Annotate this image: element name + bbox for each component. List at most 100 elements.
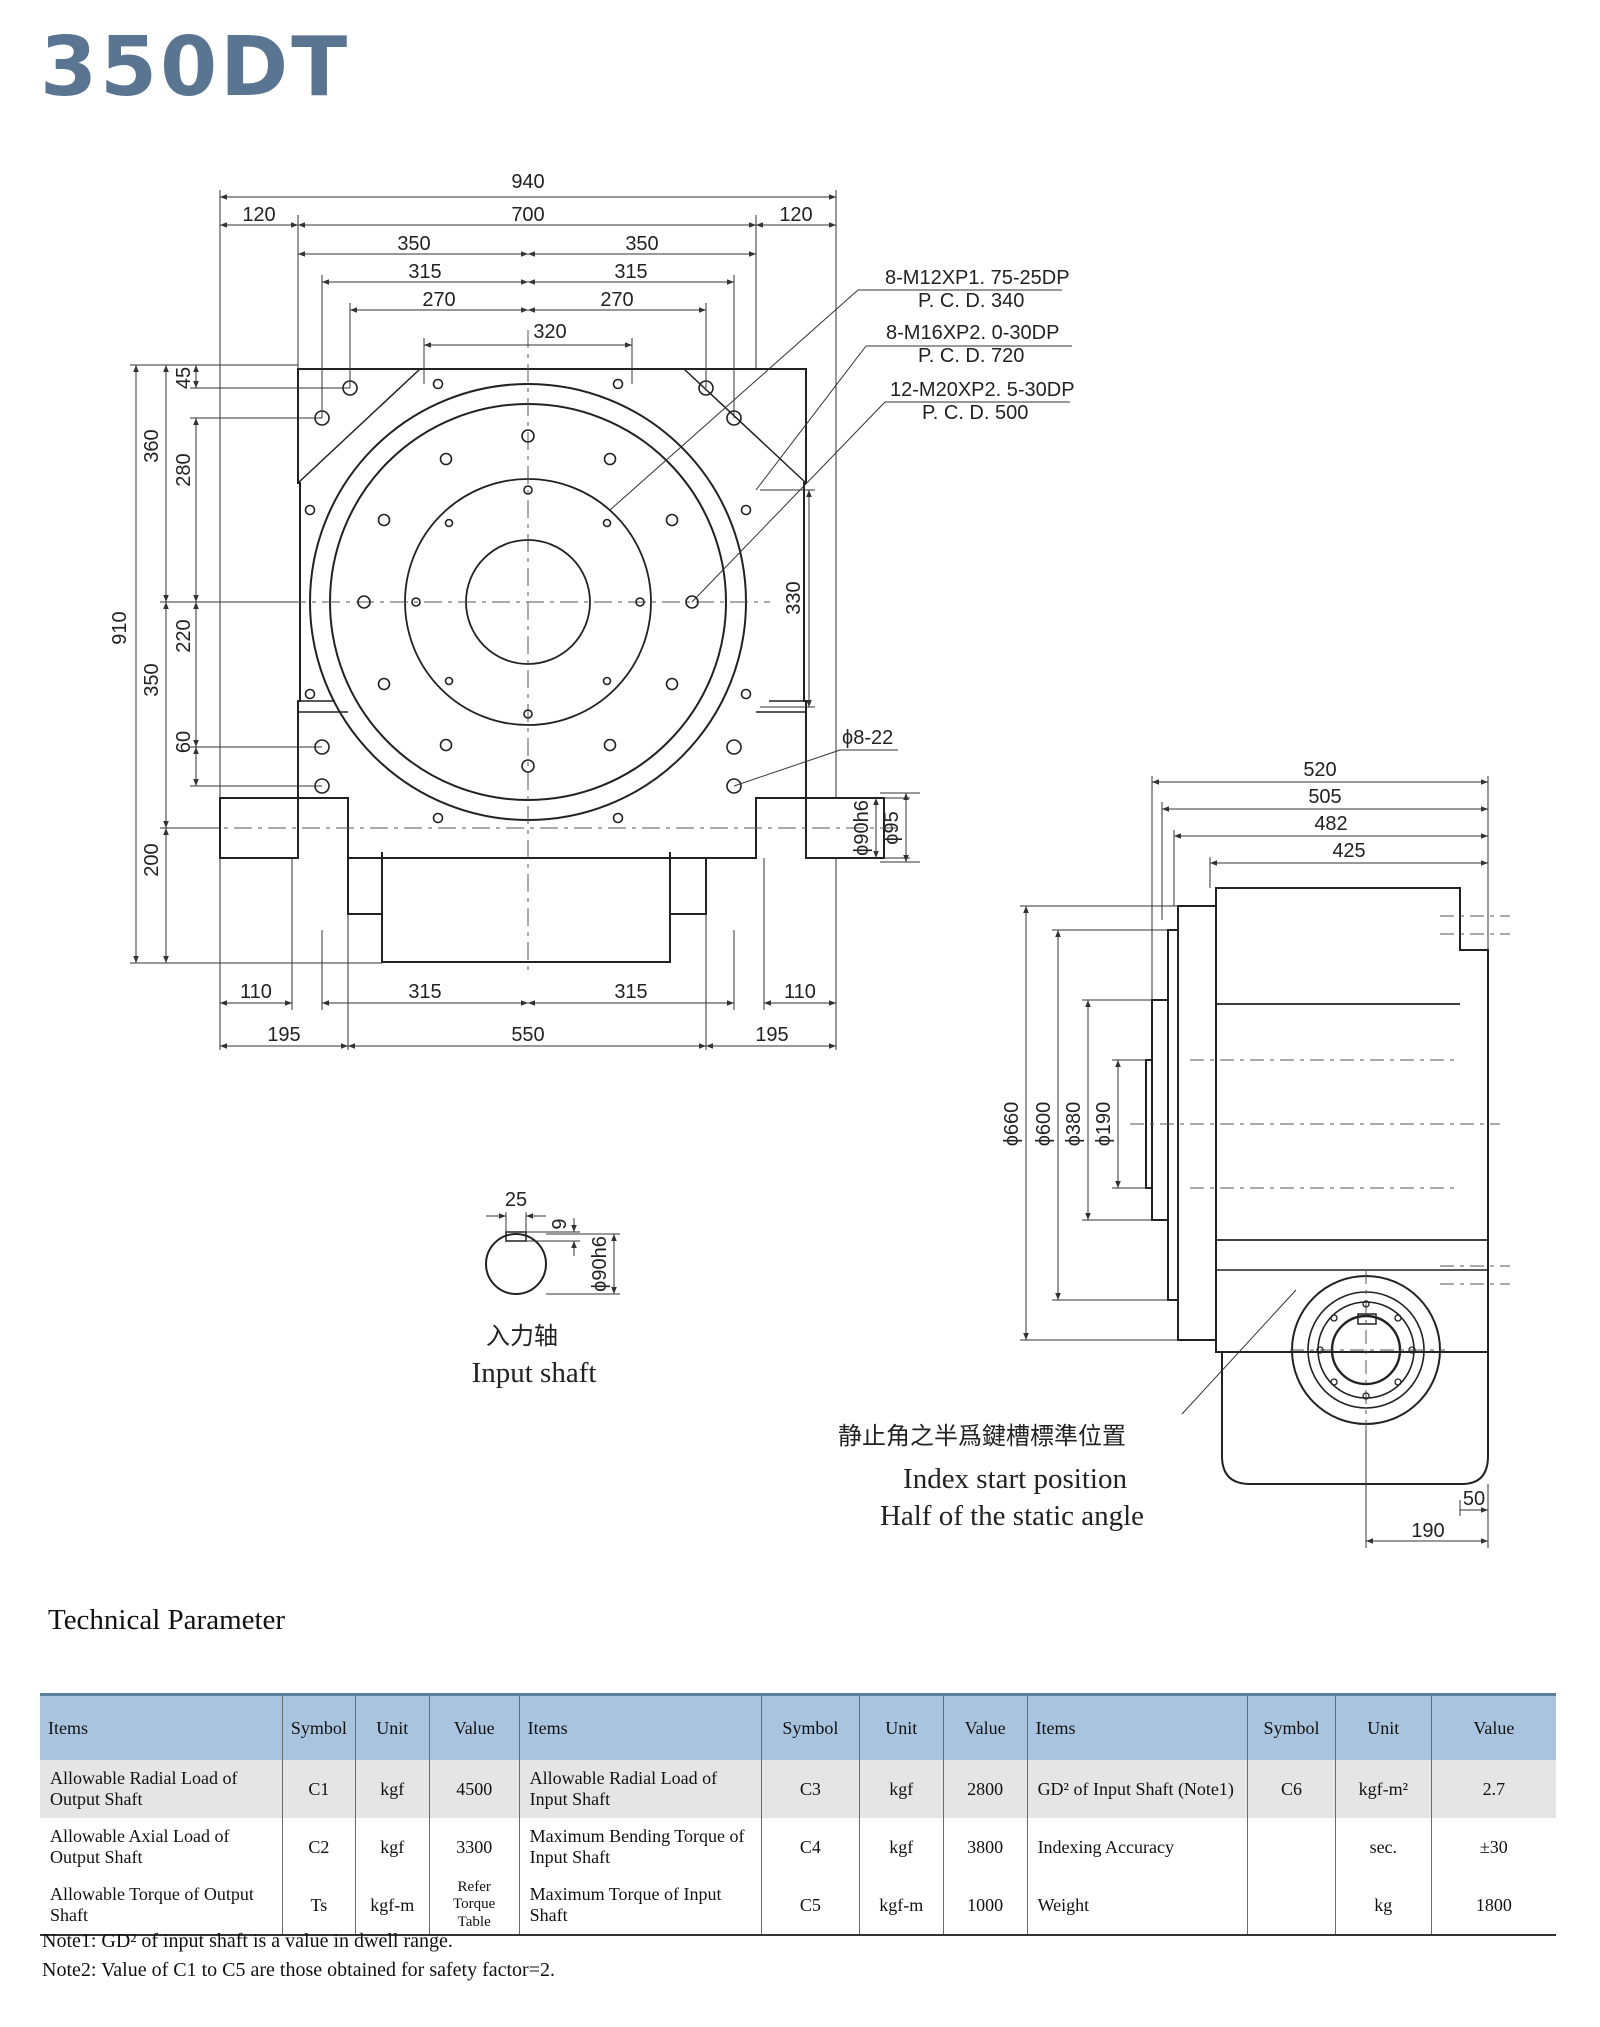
dim-phi600: ϕ600 (1033, 1102, 1055, 1147)
front-view (219, 368, 885, 963)
cell-unit: kgf-m (859, 1876, 944, 1936)
side-dimension-texts: 520 505 482 425 ϕ660 ϕ600 ϕ380 ϕ190 50 1… (838, 759, 1485, 1542)
cell-symbol: C4 (761, 1818, 860, 1876)
header-symbol-1: Symbol (282, 1693, 356, 1760)
cell-value: 4500 (429, 1760, 520, 1818)
callout-2-line1: 8-M16XP2. 0-30DP (886, 322, 1059, 344)
cell-value: Refer Torque Table (429, 1876, 520, 1936)
dim-350-right: 350 (625, 233, 658, 255)
cell-symbol: C6 (1247, 1760, 1336, 1818)
dim-940: 940 (511, 171, 544, 193)
dim-270-left: 270 (422, 289, 455, 311)
cell-item: Allowable Radial Load of Output Shaft (40, 1760, 283, 1818)
cell-item: Maximum Torque of Input Shaft (519, 1876, 762, 1936)
dim-phi190: ϕ190 (1093, 1102, 1115, 1147)
header-value-3: Value (1431, 1693, 1556, 1760)
dim-200: 200 (141, 843, 163, 876)
dim-315-bl: 315 (408, 981, 441, 1003)
dim-120-right: 120 (779, 204, 812, 226)
dim-270-right: 270 (600, 289, 633, 311)
header-value-2: Value (943, 1693, 1028, 1760)
dim-60: 60 (173, 731, 195, 753)
dim-45: 45 (173, 367, 195, 389)
cell-value: 2.7 (1431, 1760, 1556, 1818)
header-symbol-2: Symbol (761, 1693, 860, 1760)
cell-unit: kgf-m (355, 1876, 430, 1936)
table-row: Allowable Torque of Output Shaft Ts kgf-… (40, 1876, 1556, 1936)
cell-symbol: C3 (761, 1760, 860, 1818)
front-dimension-lines (130, 190, 1072, 1050)
table-row: Allowable Axial Load of Output Shaft C2 … (40, 1818, 1556, 1876)
technical-parameter-table: Items Symbol Unit Value Items Symbol Uni… (40, 1693, 1556, 1936)
side-view (1145, 887, 1489, 1485)
callout-3-line1: 12-M20XP2. 5-30DP (890, 379, 1075, 401)
dim-315-right: 315 (614, 261, 647, 283)
dim-910: 910 (109, 611, 131, 644)
dim-110-left: 110 (240, 981, 272, 1003)
note-1: Note1: GD² of input shaft is a value in … (42, 1930, 453, 1952)
input-shaft-label-en: Input shaft (472, 1357, 597, 1389)
cell-value: 1800 (1431, 1876, 1556, 1936)
cell-unit: kgf (355, 1760, 430, 1818)
technical-parameter-title: Technical Parameter (48, 1604, 286, 1636)
shaft-dim-25: 25 (505, 1189, 527, 1211)
cell-value: 3800 (943, 1818, 1028, 1876)
input-shaft-section: 25 9 ϕ90h6 入力轴 Input shaft (472, 1189, 620, 1389)
cell-item: GD² of Input Shaft (Note1) (1027, 1760, 1248, 1818)
cell-item: Weight (1027, 1876, 1248, 1936)
index-start-label-cn: 静止角之半爲鍵槽標準位置 (838, 1422, 1126, 1450)
dim-425: 425 (1332, 840, 1365, 862)
header-symbol-3: Symbol (1247, 1693, 1336, 1760)
dim-phi380: ϕ380 (1063, 1102, 1085, 1147)
index-start-label-en: Index start position (903, 1463, 1127, 1495)
table-header-row: Items Symbol Unit Value Items Symbol Uni… (40, 1693, 1556, 1760)
cell-symbol: Ts (282, 1876, 356, 1936)
side-centerlines (1130, 915, 1510, 1430)
dim-350-v: 350 (141, 663, 163, 696)
callout-2-line2: P. C. D. 720 (918, 345, 1024, 367)
note-2: Note2: Value of C1 to C5 are those obtai… (42, 1959, 555, 1981)
input-shaft-label-cn: 入力轴 (486, 1322, 558, 1350)
cell-value: 3300 (429, 1818, 520, 1876)
cell-item: Allowable Axial Load of Output Shaft (40, 1818, 283, 1876)
header-items-1: Items (40, 1693, 283, 1760)
cell-value: ±30 (1479, 1836, 1508, 1857)
dim-315-br: 315 (614, 981, 647, 1003)
callout-1-line1: 8-M12XP1. 75-25DP (885, 267, 1070, 289)
dim-520: 520 (1303, 759, 1336, 781)
dim-50: 50 (1463, 1488, 1485, 1510)
side-small-holes (1316, 1300, 1416, 1400)
front-dimension-texts: 940 120 700 120 350 350 315 315 270 270 … (109, 171, 1075, 1046)
technical-drawing: 940 120 700 120 350 350 315 315 270 270 … (109, 171, 1510, 1548)
dim-phi95: ϕ95 (881, 811, 903, 844)
notes: Note1: GD² of input shaft is a value in … (42, 1927, 555, 1985)
cell-value: 2800 (943, 1760, 1028, 1818)
dim-700: 700 (511, 204, 544, 226)
cell-unit: sec. (1335, 1818, 1432, 1876)
cell-symbol: C5 (761, 1876, 860, 1936)
side-dimension-lines (1020, 776, 1489, 1548)
dim-220: 220 (173, 619, 195, 652)
dim-195-right: 195 (755, 1024, 788, 1046)
cell-item: Indexing Accuracy (1027, 1818, 1248, 1876)
cell-unit: kg (1335, 1876, 1432, 1936)
table-row: Allowable Radial Load of Output Shaft C1… (40, 1760, 1556, 1818)
shaft-dim-9: 9 (549, 1218, 571, 1229)
cell-item: Allowable Torque of Output Shaft (40, 1876, 283, 1936)
header-items-2: Items (519, 1693, 762, 1760)
cell-symbol (1247, 1876, 1336, 1936)
dim-195-left: 195 (267, 1024, 300, 1046)
static-angle-label-en: Half of the static angle (880, 1500, 1144, 1532)
shaft-dim-phi90h6: ϕ90h6 (589, 1236, 611, 1292)
dim-320: 320 (533, 321, 566, 343)
cell-unit: kgf (859, 1818, 944, 1876)
header-unit-1: Unit (355, 1693, 430, 1760)
dim-360: 360 (141, 429, 163, 462)
cell-unit: kgf-m² (1335, 1760, 1432, 1818)
cell-symbol: C1 (282, 1760, 356, 1818)
header-unit-3: Unit (1335, 1693, 1432, 1760)
dim-280: 280 (173, 453, 195, 486)
dim-110-right: 110 (784, 981, 816, 1003)
dim-190: 190 (1411, 1520, 1444, 1542)
header-items-3: Items (1027, 1693, 1248, 1760)
